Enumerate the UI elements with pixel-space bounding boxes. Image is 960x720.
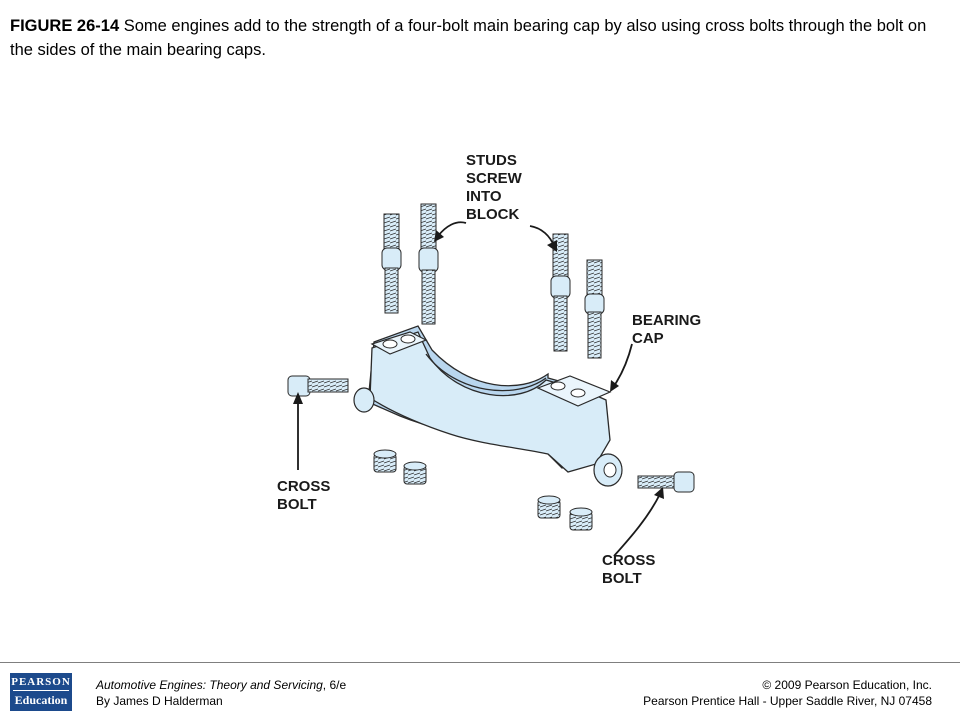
arrow-studs-right [529,225,555,247]
arrow-cross-bolt-right [613,493,661,557]
cross-bolt-left [287,375,349,397]
label-cross-bolt-right: CROSS BOLT [602,552,656,587]
footer-divider [0,662,960,663]
book-title: Automotive Engines: Theory and Servicing [96,678,323,692]
copyright: © 2009 Pearson Education, Inc. [762,678,932,692]
label-bearing-cap: BEARING CAP [632,312,702,347]
label-studs-screw-into-block: STUDS SCREW INTO BLOCK [466,152,522,223]
bearing-cap-diagram: STUDS SCREW INTO BLOCK BEARING CAP CROSS… [270,148,715,590]
footer-book-info: Automotive Engines: Theory and Servicing… [96,677,346,709]
nut-1 [373,449,397,473]
stud-2 [418,203,439,325]
label-cross-bolt-left: CROSS BOLT [277,478,331,513]
nut-3 [537,495,561,519]
arrow-bearing-cap [613,343,633,387]
stud-1 [381,213,402,314]
logo-bar [13,690,69,691]
stud-4 [584,259,605,359]
arrow-heads [293,230,664,499]
book-title-line: Automotive Engines: Theory and Servicing… [96,677,346,693]
publisher: Pearson Prentice Hall - Upper Saddle Riv… [643,694,932,708]
footer-publisher-info: © 2009 Pearson Education, Inc. Pearson P… [643,677,932,709]
figure-caption: FIGURE 26-14 Some engines add to the str… [10,14,940,62]
arrow-studs-left [437,221,467,237]
nut-4 [569,507,593,531]
logo-line-2: Education [14,693,68,707]
stud-3 [550,233,571,352]
book-edition: , 6/e [322,678,347,692]
logo-line-1: PEARSON [11,676,71,688]
figure-number: FIGURE 26-14 [10,17,120,35]
cross-bolt-right [637,471,695,493]
nut-2 [403,461,427,485]
diagram-artwork [287,203,695,557]
caption-text: Some engines add to the strength of a fo… [10,17,927,59]
bearing-cap [353,325,623,487]
pearson-logo: PEARSON Education [10,673,72,711]
book-author: By James D Halderman [96,694,223,708]
